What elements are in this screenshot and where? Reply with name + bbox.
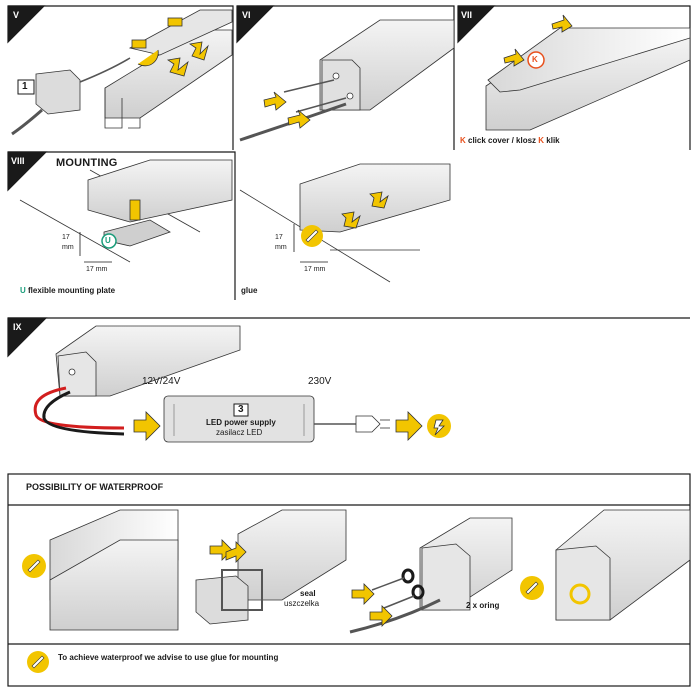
viii-caption-rest: flexible mounting plate [25, 286, 116, 295]
vii-caption-k1: K [460, 136, 466, 145]
waterproof-step-1 [22, 509, 179, 631]
viii-left-dim-v-unit: mm [62, 244, 74, 251]
mounting-title: MOUNTING [56, 157, 118, 169]
vii-caption-mid: click cover / klosz [465, 136, 539, 145]
ix-psu-sublabel: zasilacz LED [216, 428, 263, 437]
vii-caption: K click cover / klosz K klik [460, 136, 560, 145]
step-viii-number: VIII [11, 156, 25, 166]
glue-icon [27, 651, 49, 673]
viii-caption-u: U [20, 286, 26, 295]
panel-waterproof [7, 473, 691, 687]
viii-left-dim-h: 17 mm [86, 266, 108, 273]
viii-right-caption: glue [241, 286, 258, 295]
viii-right-dim-v-value: 17 [275, 234, 283, 241]
waterproof-step-2 [195, 509, 347, 625]
viii-right-dim-v-unit: mm [275, 244, 287, 251]
step-vi-number: VI [242, 10, 251, 20]
ix-voltage-low: 12V/24V [142, 376, 181, 387]
ix-voltage-high: 230V [308, 376, 332, 387]
oring-label: 2 x oring [466, 601, 500, 610]
viii-left-caption: U flexible mounting plate [20, 286, 115, 295]
waterproof-step-3 [349, 517, 513, 634]
step-v-number: V [13, 10, 20, 20]
vii-illustration [485, 14, 691, 131]
viii-left-dim-v-value: 17 [62, 234, 70, 241]
viii-left-illustration [19, 159, 233, 263]
vii-caption-k2: K [538, 136, 545, 145]
waterproof-note: To achieve waterproof we advise to use g… [58, 653, 279, 662]
viii-u-badge: U [105, 236, 111, 245]
v-box-number: 1 [22, 81, 28, 92]
step-vii-number: VII [461, 10, 473, 20]
panel-viii [7, 151, 236, 300]
ix-psu-number: 3 [238, 404, 244, 415]
waterproof-title: POSSIBILITY OF WATERPROOF [26, 482, 164, 492]
ix-illustration [33, 325, 451, 443]
seal-sublabel: uszczelka [284, 599, 320, 608]
panel-vii [457, 5, 691, 150]
ix-psu-label: LED power supply [206, 418, 276, 427]
viii-right-illustration [239, 163, 451, 283]
panel-ix [7, 317, 690, 358]
waterproof-step-4 [520, 509, 691, 621]
panel-v [7, 5, 234, 150]
vi-illustration [239, 19, 455, 142]
viii-right-dim-h: 17 mm [304, 266, 326, 273]
seal-label: seal [300, 589, 316, 598]
vii-caption-end: klik [544, 136, 560, 145]
panel-vi [236, 5, 455, 150]
v-illustration [11, 9, 233, 136]
step-ix-number: IX [13, 322, 22, 332]
vii-k-badge: K [532, 55, 538, 64]
